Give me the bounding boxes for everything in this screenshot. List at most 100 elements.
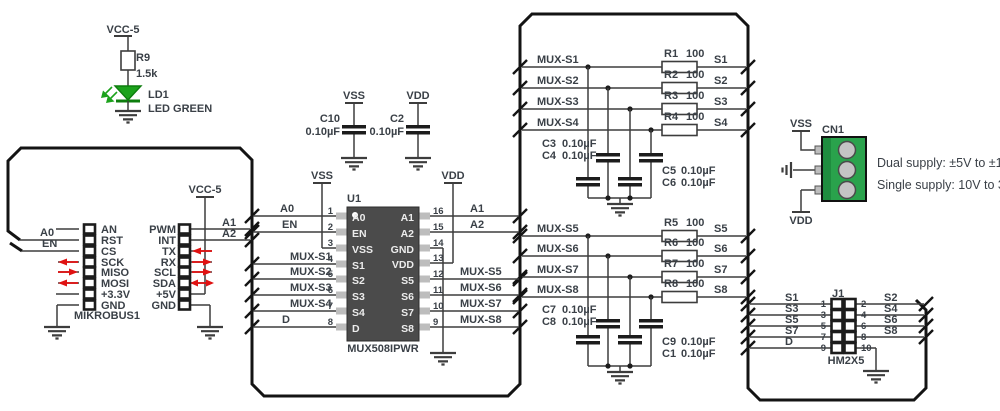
resistor-value: 1.5k: [136, 68, 158, 80]
net-label: S5: [785, 314, 798, 326]
pin-tx: TX: [162, 246, 177, 258]
net-label: S6: [884, 314, 897, 326]
resistor-value: 100: [686, 90, 704, 102]
ground-symbol: [605, 202, 635, 217]
rail-label: VCC-5: [106, 24, 139, 36]
net-label: MUX-S2: [537, 75, 579, 87]
net-label: MUX-S3: [537, 96, 579, 108]
connector-name: MIKROBUS1: [74, 310, 140, 322]
mikrobus-header-right: VCC-5 A1 A2 PWM INT TX RX SCL SDA +5V GN…: [149, 184, 250, 340]
ground-symbol: [605, 370, 635, 385]
chip-ref: U1: [347, 193, 361, 205]
net-label: S1: [785, 292, 798, 304]
net-label: D: [785, 336, 793, 348]
net-label: MUX-S5: [460, 266, 502, 278]
led-name: LED GREEN: [148, 103, 212, 115]
led-icon: [101, 85, 143, 103]
net-label: S3: [785, 303, 798, 315]
chip-pin-name: S4: [352, 307, 365, 319]
cap-value: 0.10µF: [562, 304, 597, 316]
resistor-ref: R5: [664, 217, 678, 229]
cap-ref: C10: [320, 113, 340, 125]
ground-symbol: [428, 351, 458, 366]
net-label: MUX-S6: [460, 282, 502, 294]
cap-ref: C5: [662, 165, 676, 177]
ground-symbol: [195, 325, 225, 340]
resistor-value: 100: [686, 69, 704, 81]
pin-number: 7: [328, 301, 333, 312]
chip-pin-stubs: [336, 212, 430, 331]
pin-number: 8: [861, 332, 866, 343]
ground-symbol: [403, 156, 433, 171]
net-label: MUX-S8: [537, 284, 579, 296]
cap-ref: C7: [542, 304, 556, 316]
pin-number: 4: [861, 310, 867, 321]
pin-scl: SCL: [154, 267, 176, 279]
ground-symbol: [113, 109, 143, 124]
pin-number: 13: [433, 253, 444, 264]
cap-ref: C6: [662, 177, 676, 189]
pin-number: 16: [433, 206, 444, 217]
pin-number: 2: [861, 299, 866, 310]
net-label: S8: [714, 284, 727, 296]
pin-rx: RX: [161, 257, 177, 269]
pin-number: 5: [821, 321, 827, 332]
resistor-r3: [661, 102, 698, 116]
net-label: MUX-S1: [290, 251, 332, 263]
pin-number: 7: [821, 332, 826, 343]
supply-note-single: Single supply: 10V to 36V: [877, 178, 1000, 192]
pin-number: 9: [821, 343, 826, 354]
chip-pin-name: VSS: [352, 244, 373, 256]
cap-value: 0.10µF: [562, 138, 597, 150]
pin-number: 14: [433, 238, 444, 249]
pin-number: 1: [821, 299, 827, 310]
net-en: EN: [42, 238, 57, 250]
cap-value: 0.10µF: [681, 165, 716, 177]
ground-symbol: [42, 325, 72, 340]
resistor-ref: R7: [664, 258, 678, 270]
signal-direction-arrows: [190, 247, 214, 287]
header-pins: [177, 223, 192, 311]
resistor-r2: [661, 81, 698, 95]
pin-number: 6: [328, 285, 333, 296]
power-led-circuit: VCC-5 R9 1.5k LD1 LED GREEN: [101, 24, 212, 124]
cap-value: 0.10µF: [562, 316, 597, 328]
net-label: S6: [714, 243, 727, 255]
net-label: S3: [714, 96, 727, 108]
resistor-ref: R3: [664, 90, 678, 102]
net-a1: A1: [222, 217, 236, 229]
terminal-screw: [837, 180, 857, 200]
pin-sck: SCK: [101, 257, 124, 269]
net-label: A0: [280, 203, 294, 215]
resistor-value: 100: [686, 237, 704, 249]
resistor-ref: R9: [136, 52, 150, 64]
decoupling-cap-c2: VDD C2 0.10µF: [370, 90, 433, 171]
pin-pwm: PWM: [149, 224, 176, 236]
chip-pin-name: S2: [352, 275, 365, 287]
chip-pin-name: A2: [401, 228, 415, 240]
resistor-value: 100: [686, 258, 704, 270]
chip-pin-name: A1: [401, 212, 415, 224]
jumper-part: HM2X5: [828, 355, 865, 367]
pin-3v3: +3.3V: [101, 289, 131, 301]
net-label: MUX-S4: [537, 117, 579, 129]
mux-chip: VSS VDD A0 EN MUX-S1 MUX-S2 MUX-S3 MUX-S…: [253, 170, 519, 366]
vss-rail-label: VSS: [790, 118, 812, 130]
net-a2: A2: [222, 228, 236, 240]
pin1-marker: [352, 212, 358, 218]
pin-sda: SDA: [153, 278, 176, 290]
resistor-ref: R6: [664, 237, 678, 249]
chip-pin-name: A0: [352, 212, 366, 224]
net-label: MUX-S6: [537, 243, 579, 255]
net-label: EN: [282, 219, 297, 231]
net-label: A1: [470, 203, 484, 215]
pin-mosi: MOSI: [101, 278, 129, 290]
pin-number: 3: [328, 238, 333, 249]
cap-value: 0.10µF: [370, 126, 405, 138]
pin-number: 2: [328, 222, 333, 233]
pin-int: INT: [158, 235, 176, 247]
mikrobus-header-left: A0 EN AN RST CS SCK MISO MOSI +3.3V GND …: [20, 223, 140, 340]
header-pins: [830, 297, 857, 355]
